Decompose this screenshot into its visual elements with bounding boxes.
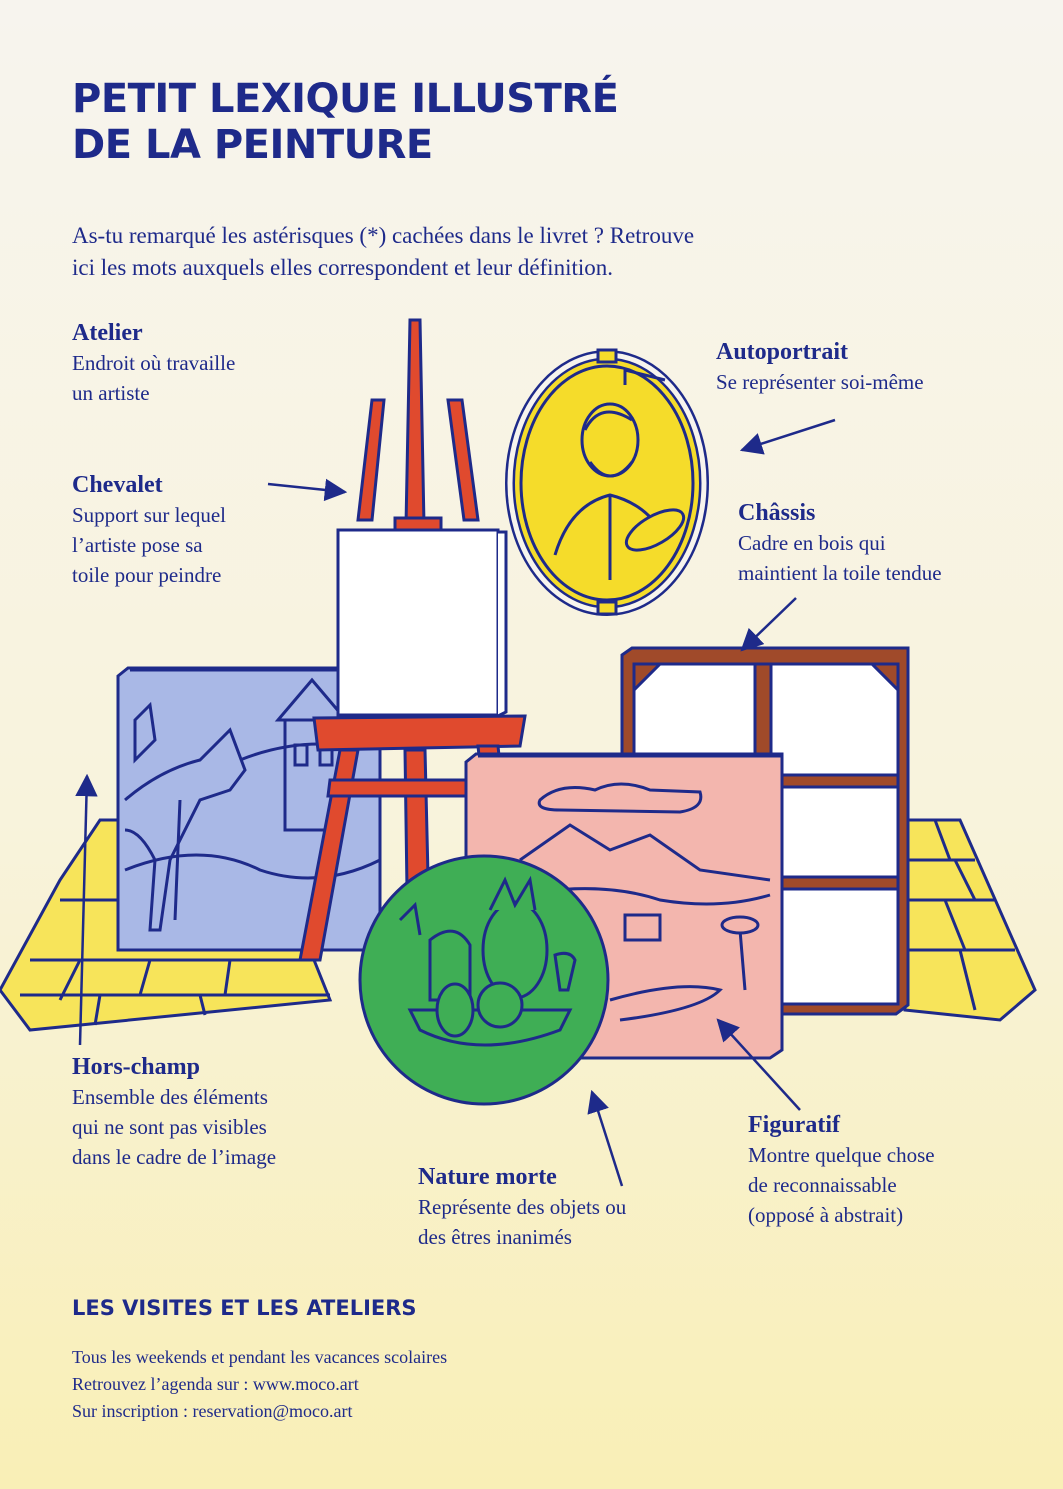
definition-line: Support sur lequel — [72, 503, 226, 527]
definition-line: Représente des objets ou — [418, 1195, 627, 1219]
definition-line: Ensemble des éléments — [72, 1085, 268, 1109]
definition-line: dans le cadre de l’image — [72, 1145, 277, 1169]
intro-line-1: As-tu remarqué les astérisques (*) caché… — [72, 223, 695, 248]
definition-line: un artiste — [72, 381, 150, 405]
term-nature-morte-definition: Représente des objets ou des êtres inani… — [418, 1192, 626, 1252]
term-figuratif: Figuratif Montre quelque chose de reconn… — [748, 1110, 935, 1230]
arrow-figuratif — [716, 1018, 801, 1111]
arrow-autoportrait — [739, 418, 836, 455]
term-autoportrait-word: Autoportrait — [716, 339, 848, 365]
visits-heading: LES VISITES ET LES ATELIERS — [72, 1296, 417, 1320]
term-chassis-word: Châssis — [738, 500, 816, 526]
term-nature-morte-word: Nature morte — [418, 1164, 557, 1190]
term-chevalet: Chevalet Support sur lequel l’artiste po… — [72, 470, 226, 590]
definition-line: toile pour peindre — [72, 563, 222, 587]
term-hors-champ-word: Hors-champ — [72, 1054, 200, 1080]
arrow-chassis — [740, 597, 797, 652]
term-nature-morte: Nature morte Représente des objets ou de… — [418, 1162, 626, 1252]
visits-agenda-link[interactable]: Retrouvez l’agenda sur : www.moco.art — [72, 1374, 359, 1394]
floor-tiles-right — [903, 818, 1037, 1022]
definition-line: maintient la toile tendue — [738, 561, 942, 585]
term-autoportrait-definition: Se représenter soi-même — [716, 367, 924, 397]
self-portrait-autoportrait — [505, 348, 709, 616]
white-canvas — [336, 528, 508, 718]
term-chassis: Châssis Cadre en bois qui maintient la t… — [738, 498, 942, 588]
arrow-nature-morte — [587, 1089, 624, 1187]
definition-line: qui ne sont pas visibles — [72, 1115, 267, 1139]
term-chassis-definition: Cadre en bois qui maintient la toile ten… — [738, 528, 942, 588]
green-canvas-nature-morte — [358, 854, 610, 1106]
intro-line-2: ici les mots auxquels elles corresponden… — [72, 255, 613, 280]
page-title: PETIT LEXIQUE ILLUSTRÉ DE LA PEINTURE — [72, 76, 619, 168]
term-figuratif-definition: Montre quelque chose de reconnaissable (… — [748, 1140, 935, 1230]
definition-line: des êtres inanimés — [418, 1225, 572, 1249]
term-hors-champ-definition: Ensemble des éléments qui ne sont pas vi… — [72, 1082, 276, 1172]
visits-reservation-email[interactable]: Sur inscription : reservation@moco.art — [72, 1401, 353, 1421]
term-hors-champ: Hors-champ Ensemble des éléments qui ne … — [72, 1052, 276, 1172]
definition-line: Montre quelque chose — [748, 1143, 935, 1167]
term-autoportrait: Autoportrait Se représenter soi-même — [716, 337, 924, 397]
arrow-chevalet — [267, 478, 348, 502]
visits-info: Tous les weekends et pendant les vacance… — [72, 1344, 447, 1425]
arrow-hors-champ — [75, 773, 98, 1046]
intro-text: As-tu remarqué les astérisques (*) caché… — [72, 220, 872, 284]
term-atelier-word: Atelier — [72, 320, 143, 346]
title-line-1: PETIT LEXIQUE ILLUSTRÉ — [72, 76, 619, 122]
definition-line: l’artiste pose sa — [72, 533, 203, 557]
definition-line: Endroit où travaille — [72, 351, 236, 375]
term-atelier: Atelier Endroit où travaille un artiste — [72, 318, 235, 408]
definition-line: Se représenter soi-même — [716, 370, 924, 394]
term-figuratif-word: Figuratif — [748, 1112, 840, 1138]
visits-schedule: Tous les weekends et pendant les vacance… — [72, 1347, 448, 1367]
term-chevalet-definition: Support sur lequel l’artiste pose sa toi… — [72, 500, 226, 590]
term-atelier-definition: Endroit où travaille un artiste — [72, 348, 235, 408]
definition-line: de reconnaissable — [748, 1173, 897, 1197]
definition-line: Cadre en bois qui — [738, 531, 886, 555]
term-chevalet-word: Chevalet — [72, 472, 163, 498]
title-line-2: DE LA PEINTURE — [72, 122, 433, 168]
definition-line: (opposé à abstrait) — [748, 1203, 904, 1227]
